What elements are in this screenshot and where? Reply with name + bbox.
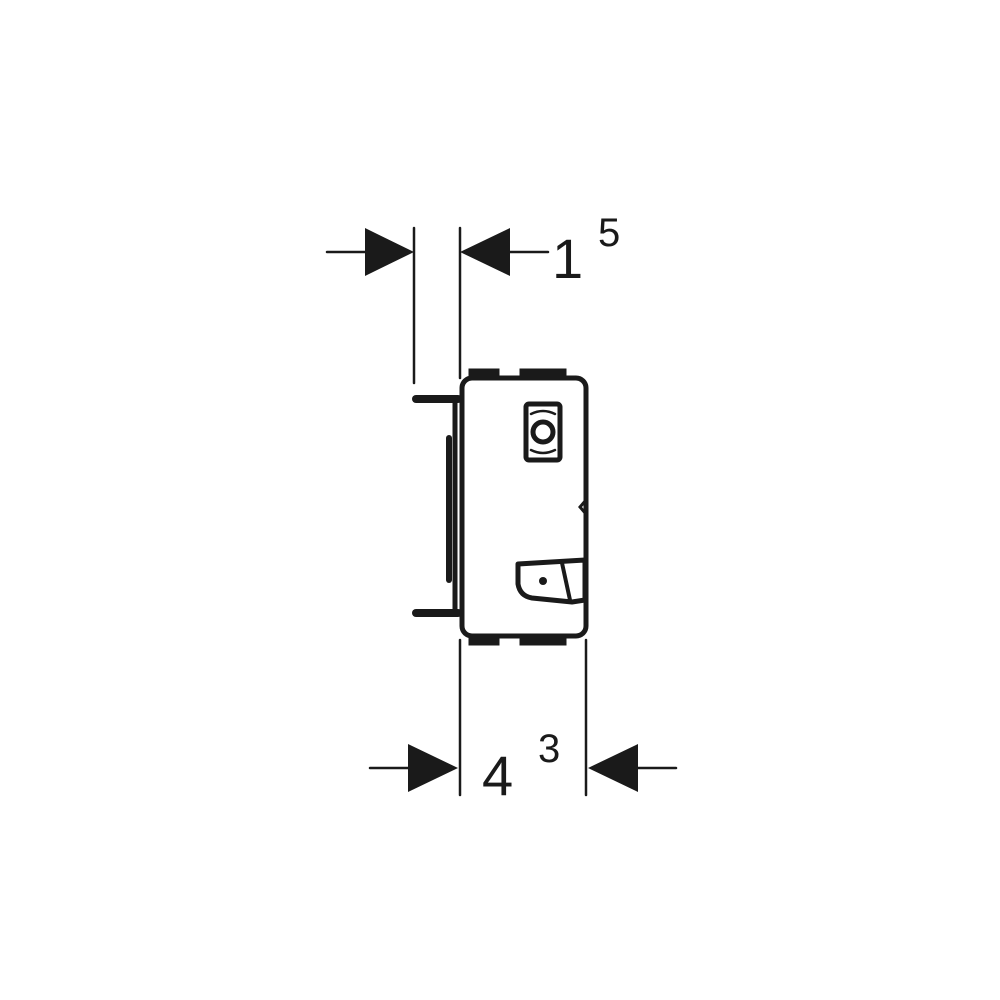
top-dimension [325, 226, 550, 385]
bottom-tab [468, 634, 500, 646]
bottom-dimension-superscript: 3 [538, 727, 560, 771]
terminal-screw-housing [523, 401, 563, 463]
device-body [412, 368, 589, 646]
screw-icon [530, 419, 556, 445]
top-dimension-superscript: 5 [598, 211, 620, 255]
arrowhead-right [408, 744, 458, 792]
release-latch [515, 557, 588, 605]
arrowhead-left [460, 228, 510, 276]
bottom-tab [519, 634, 567, 646]
arrowhead-right [365, 228, 414, 276]
latch-edge [560, 561, 572, 602]
top-tab [468, 368, 500, 380]
bottom-dimension [368, 638, 678, 797]
latch-dot [539, 577, 547, 585]
arrowhead-left [588, 744, 638, 792]
bottom-dimension-value: 4 [482, 744, 513, 807]
top-dimension-value: 1 [552, 227, 583, 290]
top-tab [519, 368, 567, 380]
screw-guides [529, 409, 557, 455]
side-notch [578, 498, 588, 516]
